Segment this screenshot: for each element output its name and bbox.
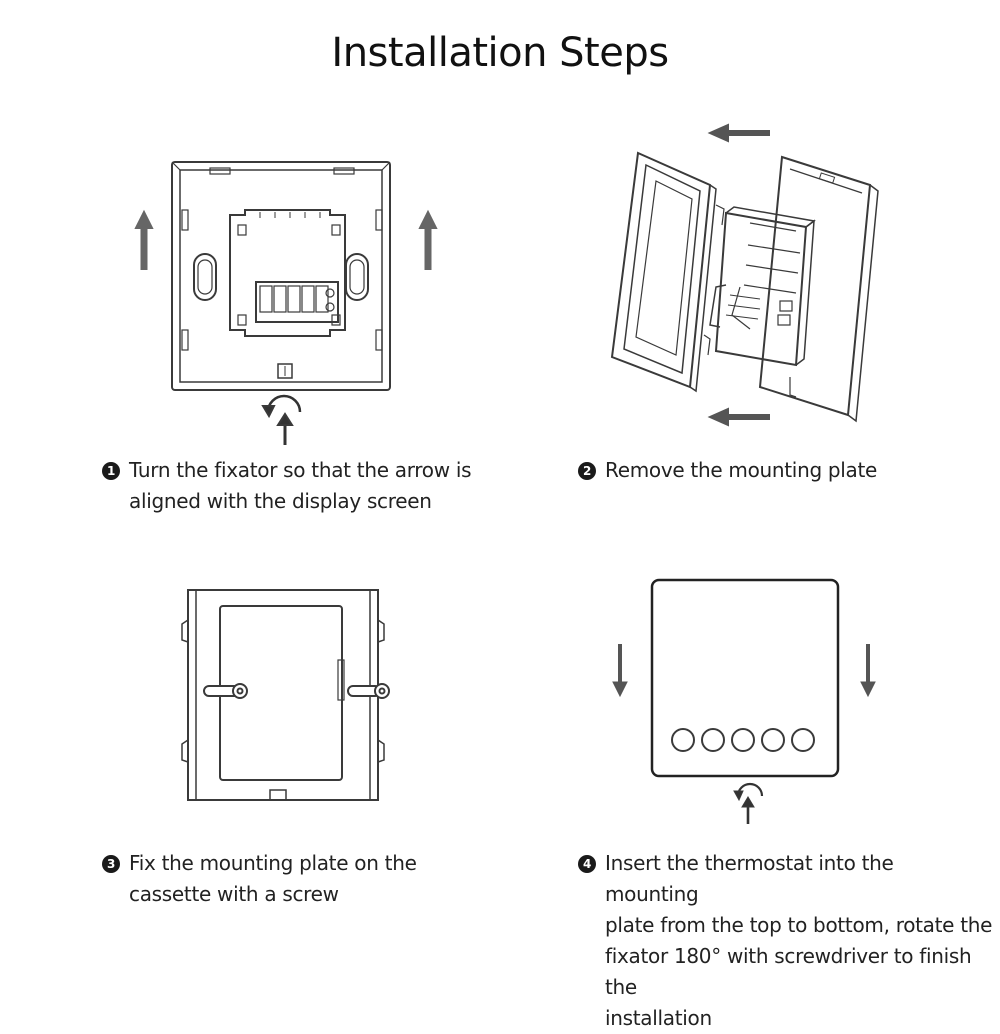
mounting-plate-cassette-drawing: [181, 589, 390, 801]
step-2-caption: 2 Remove the mounting plate: [578, 455, 978, 486]
figure-step-2: [600, 115, 890, 435]
step-text: Turn the fixator so that the arrow is al…: [129, 458, 472, 513]
step-number-badge: 2: [578, 462, 596, 480]
step-number-badge: 3: [102, 855, 120, 873]
figure-step-4: [600, 572, 890, 832]
step-3-caption: 3 Fix the mounting plate on the cassette…: [102, 848, 502, 910]
step-text: Insert the thermostat into the mounting …: [605, 851, 993, 1030]
step-1-caption: 1 Turn the fixator so that the arrow is …: [102, 455, 502, 517]
step-text: Fix the mounting plate on the cassette w…: [129, 851, 417, 906]
step-number-badge: 4: [578, 855, 596, 873]
figure-step-1: [120, 150, 460, 450]
thermostat-back-drawing: [134, 161, 438, 445]
thermostat-front-drawing: [612, 578, 876, 824]
page-title: Installation Steps: [331, 30, 669, 76]
step-number-badge: 1: [102, 462, 120, 480]
step-4-caption: 4 Insert the thermostat into the mountin…: [578, 848, 993, 1034]
mounting-plate-removal-drawing: [610, 123, 879, 427]
step-text: Remove the mounting plate: [605, 458, 878, 482]
figure-step-3: [170, 580, 400, 810]
